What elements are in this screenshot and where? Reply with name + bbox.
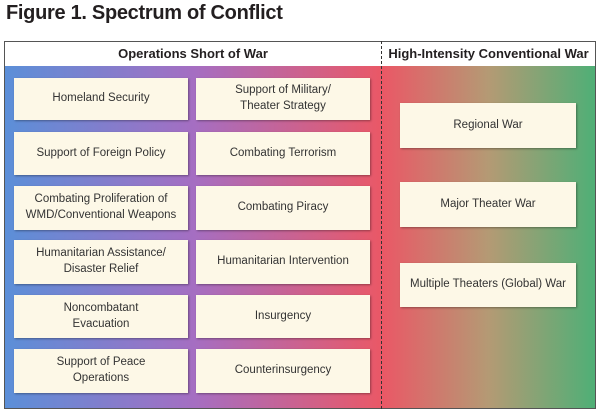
box-counterinsurgency: Counterinsurgency <box>196 349 370 393</box>
section-header-operations-short-of-war: Operations Short of War <box>118 46 268 61</box>
box-homeland-security: Homeland Security <box>14 78 188 120</box>
box-insurgency: Insurgency <box>196 295 370 338</box>
box-support-foreign-policy: Support of Foreign Policy <box>14 132 188 175</box>
box-multiple-theaters-war: Multiple Theaters (Global) War <box>400 263 576 307</box>
box-support-military-strategy: Support of Military/ Theater Strategy <box>196 78 370 120</box>
figure-title: Figure 1. Spectrum of Conflict <box>6 2 283 24</box>
section-divider <box>381 41 382 409</box>
box-combating-terrorism: Combating Terrorism <box>196 132 370 175</box>
box-humanitarian-intervention: Humanitarian Intervention <box>196 240 370 284</box>
box-major-theater-war: Major Theater War <box>400 182 576 227</box>
box-combating-proliferation: Combating Proliferation of WMD/Conventio… <box>14 186 188 230</box>
diagram-frame <box>4 41 596 409</box>
section-header-high-intensity-war: High-Intensity Conventional War <box>388 46 589 61</box>
box-humanitarian-assistance: Humanitarian Assistance/ Disaster Relief <box>14 240 188 284</box>
box-support-peace-operations: Support of Peace Operations <box>14 349 188 393</box>
box-combating-piracy: Combating Piracy <box>196 186 370 230</box>
box-regional-war: Regional War <box>400 103 576 148</box>
box-noncombatant-evacuation: Noncombatant Evacuation <box>14 295 188 338</box>
